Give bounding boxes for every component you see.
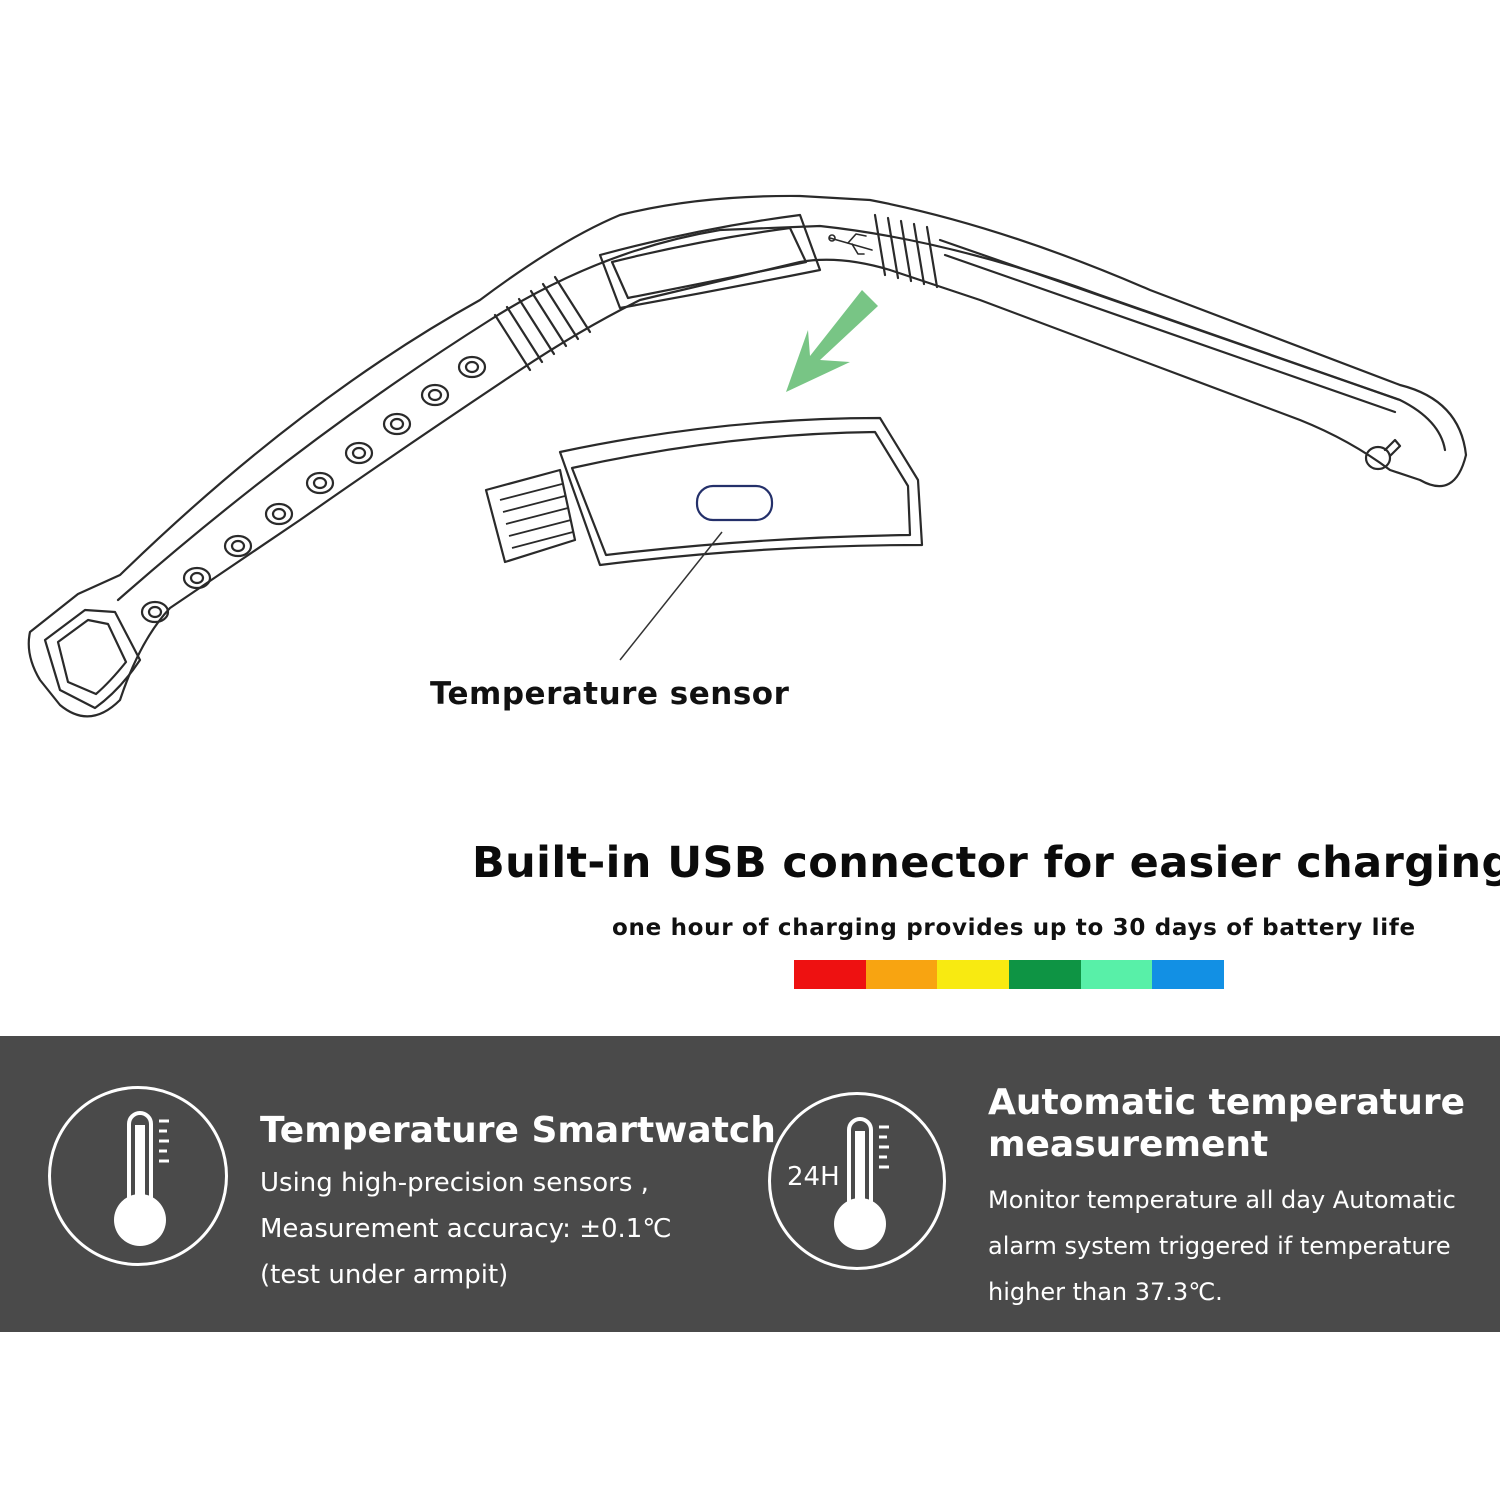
feature2-line: Monitor temperature all day Automatic [988,1186,1456,1214]
insert-arrow-icon [786,290,878,392]
color-swatch [937,960,1010,989]
feature1-line: (test under armpit) [260,1260,509,1290]
color-swatch [865,960,938,989]
feature2-title: Automatic temperature [988,1082,1466,1123]
feature2-line: alarm system triggered if temperature [988,1232,1451,1260]
feature1-line: Using high-precision sensors , [260,1168,649,1198]
temperature-sensor-label: Temperature sensor [430,676,790,712]
ribbed-joint-left [493,275,592,372]
icon-24h-label: 24H [787,1162,840,1192]
headline: Built-in USB connector for easier chargi… [472,838,1500,888]
feature2-title: measurement [988,1124,1269,1165]
color-swatch [1009,960,1081,989]
thermometer-icon [48,1086,228,1266]
subline: one hour of charging provides up to 30 d… [612,915,1416,941]
strap-pin [1364,438,1402,471]
smartband-diagram [27,194,1468,718]
buckle-loop [43,608,142,710]
color-strip [794,960,1225,989]
features-banner: Temperature Smartwatch Using high-precis… [0,1036,1500,1332]
color-swatch [794,960,866,989]
usb-symbol-icon [828,233,873,255]
feature1-title: Temperature Smartwatch [260,1110,776,1151]
temperature-sensor-window [695,484,774,522]
module-slot [598,213,822,310]
sensor-leader-line [619,531,723,661]
ribbed-joint-right [873,213,939,289]
feature2-line: higher than 37.3℃. [988,1278,1223,1306]
color-swatch [1152,960,1225,989]
thermometer-24h-icon: 24H [768,1092,946,1270]
strap-holes [140,355,487,624]
feature1-line: Measurement accuracy: ±0.1℃ [260,1214,672,1244]
color-swatch [1080,960,1153,989]
